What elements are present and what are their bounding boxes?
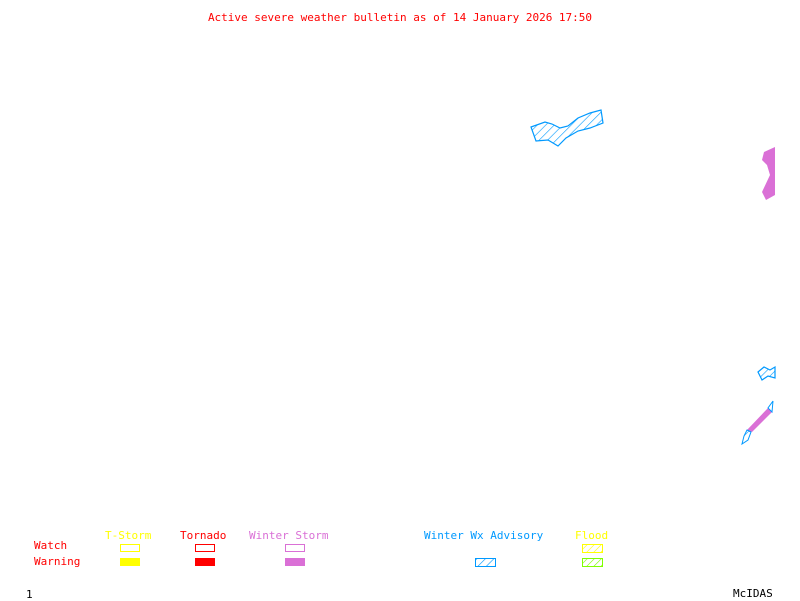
tornado-warning-swatch xyxy=(195,558,215,566)
winter-advisory-area-4 xyxy=(741,429,752,446)
legend-tornado-label: Tornado xyxy=(180,529,227,542)
watch-label: Watch xyxy=(34,539,68,552)
winter-storm-area xyxy=(762,147,775,200)
page-title: Active severe weather bulletin as of 14 … xyxy=(207,11,593,24)
legend-tstorm-label: T-Storm xyxy=(105,529,152,542)
frame-number: 1 xyxy=(26,588,33,601)
legend-winter-storm-label: Winter Storm xyxy=(249,529,329,542)
winter-advisory-area xyxy=(530,109,604,147)
legend-winter-advisory-label: Winter Wx Advisory xyxy=(424,529,544,542)
winter-storm-warning-swatch xyxy=(285,558,305,566)
winter-advisory-area-2 xyxy=(757,365,776,381)
legend-flood-label: Flood xyxy=(575,529,609,542)
tstorm-watch-swatch xyxy=(120,544,140,552)
winter-storm-watch-swatch xyxy=(285,544,305,552)
warning-label: Warning xyxy=(34,555,81,568)
winter-storm-area-2 xyxy=(747,408,772,432)
tornado-watch-swatch xyxy=(195,544,215,552)
tstorm-warning-swatch xyxy=(120,558,140,566)
winter-advisory-area-3 xyxy=(767,400,774,414)
mcidas-label: McIDAS xyxy=(733,587,773,600)
